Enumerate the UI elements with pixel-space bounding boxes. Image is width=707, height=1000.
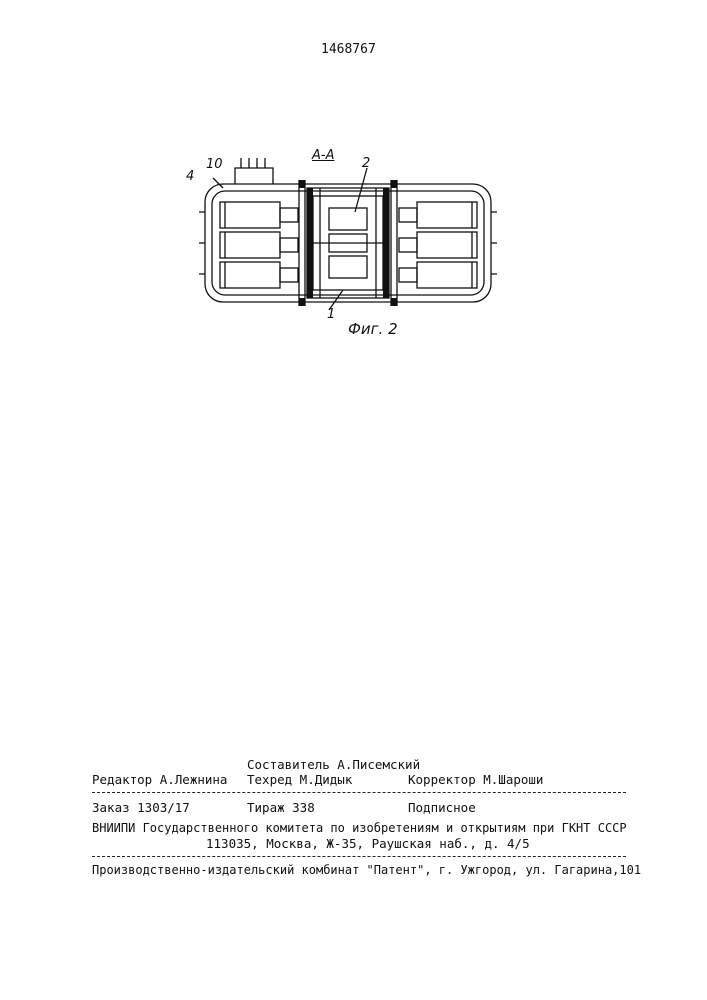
patent-number: 1468767: [321, 42, 376, 57]
organization-line: ВНИИПИ Государственного комитета по изоб…: [92, 821, 627, 835]
divider-2: [92, 856, 626, 857]
callout-10: 10: [206, 157, 223, 172]
subscription-line: Подписное: [408, 800, 476, 815]
motor-right-1: [417, 202, 477, 228]
techred-line: Техред М.Дидык: [247, 772, 352, 787]
address-line: 113035, Москва, Ж-35, Раушская наб., д. …: [206, 836, 530, 851]
bracket: [235, 158, 273, 184]
callout-1: 1: [327, 307, 335, 322]
callout-2: 2: [362, 156, 370, 171]
circulation-line: Тираж 338: [247, 800, 315, 815]
motor-left-3: [220, 262, 280, 288]
order-line: Заказ 1303/17: [92, 800, 190, 815]
publisher-line: Производственно-издательский комбинат "П…: [92, 863, 641, 877]
callout-4: 4: [186, 169, 194, 184]
section-label: А-А: [312, 148, 334, 163]
motor-right-2: [417, 232, 477, 258]
editor-line: Редактор А.Лежнина: [92, 772, 227, 787]
motor-right-3: [417, 262, 477, 288]
figure-caption: Фиг. 2: [348, 320, 398, 338]
corrector-line: Корректор М.Шароши: [408, 772, 543, 787]
motor-left-2: [220, 232, 280, 258]
motor-left-1: [220, 202, 280, 228]
compiler-line: Составитель А.Писемский: [247, 757, 420, 772]
divider-1: [92, 792, 626, 793]
